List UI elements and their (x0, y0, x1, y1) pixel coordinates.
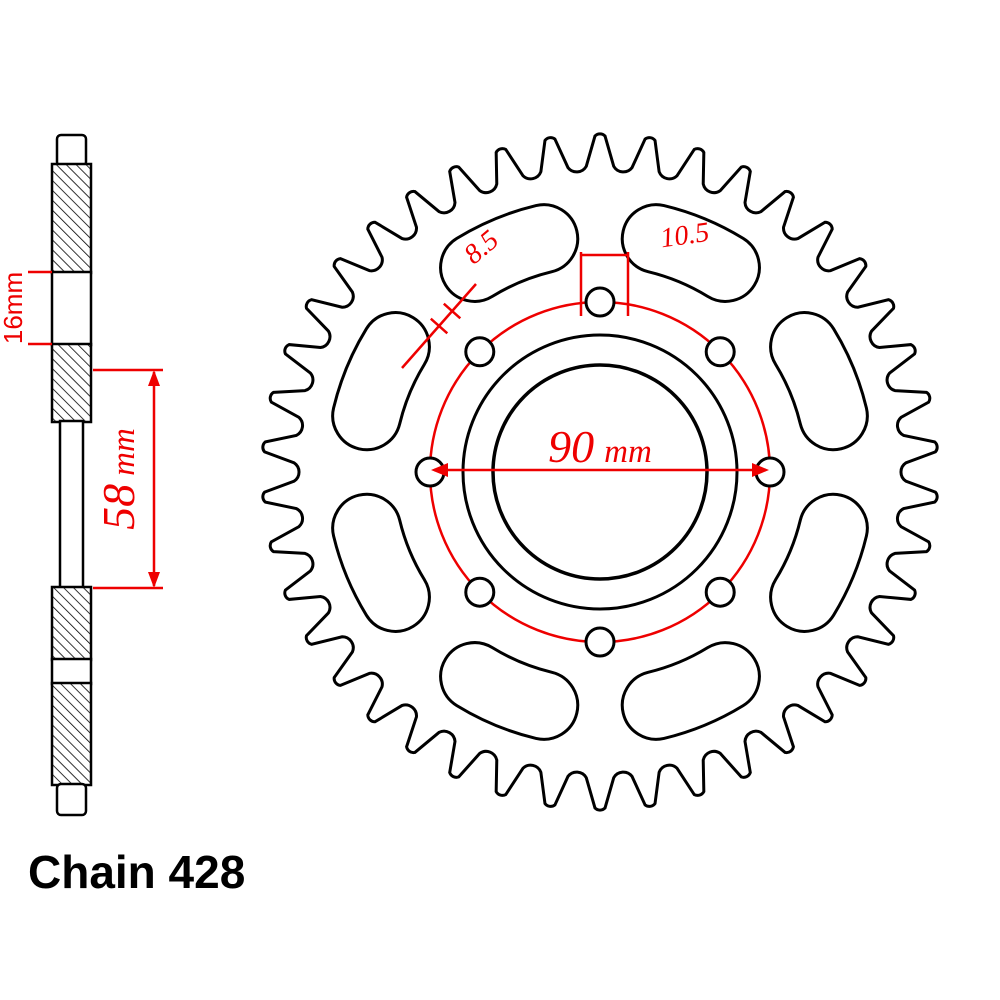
dim-90mm-arrow-right (752, 463, 769, 477)
side-view-hatch-section (50, 681, 93, 787)
dim-58mm-label: 58 mm (93, 428, 144, 530)
sprocket-front-view (261, 132, 939, 812)
dim-8-5-tick-1 (429, 317, 449, 335)
lightening-slot (439, 641, 580, 741)
lightening-slot (620, 203, 761, 303)
dim-90mm-unit: mm (604, 434, 652, 470)
dim-58mm-arrow-down (148, 572, 160, 588)
dim-90mm-value: 90 (548, 421, 594, 472)
dim-90mm-label: 90 mm (548, 421, 652, 472)
lightening-slots (331, 203, 869, 741)
dim-90mm: 90 mm (431, 421, 769, 477)
center-bore-circle (491, 363, 709, 581)
dim-10-5: 10.5 (579, 217, 711, 316)
dim-58mm-arrow-up (148, 370, 160, 386)
bolt-hole (464, 336, 496, 368)
side-view-hatch-section (50, 342, 93, 424)
side-view-top-cap (55, 133, 88, 168)
lightening-slot (331, 492, 431, 633)
dim-58mm-value: 58 (93, 484, 144, 530)
dim-16mm-label: 16mm (0, 272, 28, 344)
bolt-hole (464, 576, 496, 608)
sprocket-side-view (50, 133, 93, 817)
dim-16mm: 16mm (0, 270, 52, 346)
chain-size-label: Chain 428 (28, 846, 245, 898)
dim-58mm: 58 mm (93, 368, 163, 590)
lightening-slot (769, 492, 869, 633)
dim-90mm-arrow-left (431, 463, 448, 477)
bolt-hole (704, 576, 736, 608)
lightening-slot (769, 311, 869, 452)
lightening-slot (620, 641, 761, 741)
side-view-shaft (58, 419, 85, 590)
dim-8-5-tick-2 (442, 302, 462, 320)
lightening-slot (439, 203, 580, 303)
hub-ring-circle (461, 333, 739, 611)
bolt-hole (704, 336, 736, 368)
bolt-hole (584, 626, 616, 658)
side-view-hatch-section (50, 585, 93, 662)
bolt-hole (584, 286, 616, 318)
lightening-slot (331, 311, 431, 452)
dim-58mm-unit: mm (106, 428, 142, 476)
side-view-hub-band (50, 270, 93, 347)
side-view-hatch-section (50, 162, 93, 275)
side-view-bottom-cap (55, 782, 88, 817)
bolt-holes (414, 286, 786, 658)
dim-10-5-label: 10.5 (658, 217, 711, 255)
side-view-hub-band (50, 657, 93, 686)
